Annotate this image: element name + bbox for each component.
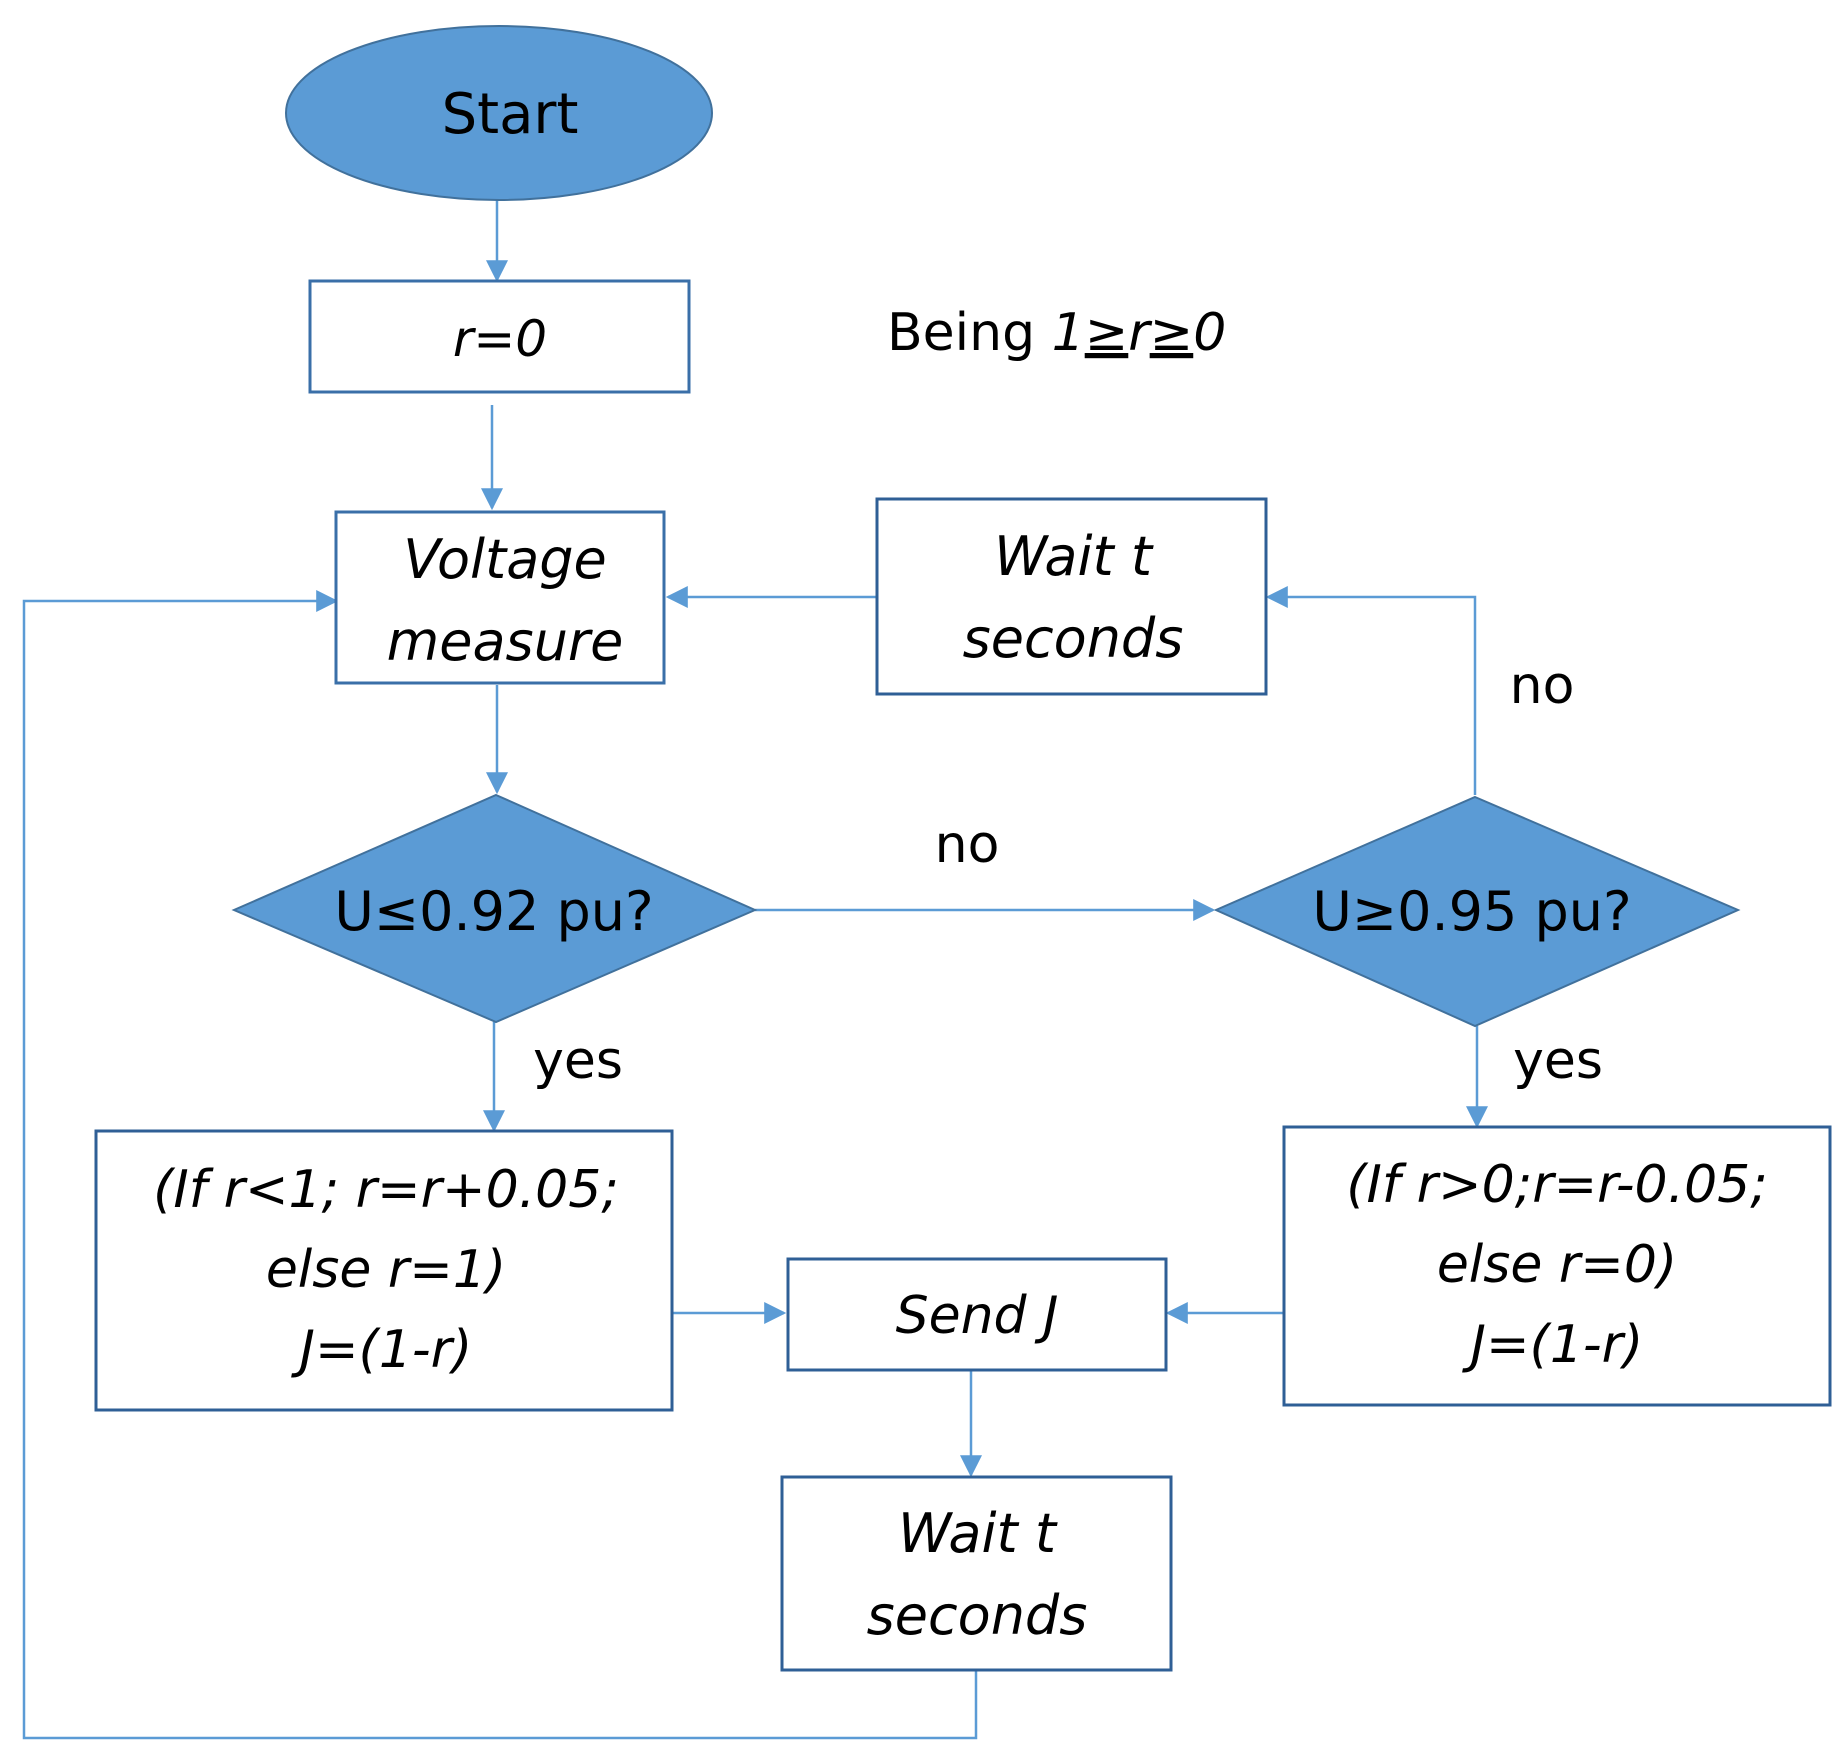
wait-bottom-box [780, 1475, 1173, 1672]
range-note-ge-2: ≥ [1150, 303, 1194, 363]
start-node [285, 25, 713, 201]
decision-low-label: U≤0.92 pu? [334, 880, 653, 943]
arrow-loop-back-to-measure [22, 590, 978, 1740]
decrease-line-3: J=(1-r) [1462, 1315, 1644, 1375]
decrease-line-1: (If r>0;r=r-0.05; [1346, 1155, 1768, 1215]
edge-label-no-mid: no [935, 815, 1000, 875]
increase-line-2: else r=1) [266, 1240, 506, 1300]
decision-high-label: U≥0.95 pu? [1312, 880, 1631, 943]
init-box [308, 279, 691, 394]
start-label: Start [442, 82, 579, 147]
range-note-lower: 0 [1193, 303, 1226, 363]
connectors [22, 200, 1488, 1740]
range-note-prefix: Being [887, 303, 1052, 363]
wait-top-box [875, 497, 1268, 696]
increase-line-3: J=(1-r) [291, 1320, 473, 1380]
range-note-ge-1: ≥ [1085, 303, 1129, 363]
wait-top-line-2: seconds [963, 607, 1184, 670]
decrease-line-2: else r=0) [1437, 1235, 1677, 1295]
send-label: Send J [896, 1286, 1059, 1346]
arrow-decision-high-no [1265, 586, 1477, 795]
edge-label-no-right: no [1510, 656, 1575, 716]
increase-box [94, 1129, 674, 1412]
increase-line-1: (If r<1; r=r+0.05; [153, 1160, 619, 1220]
edge-label-yes-right: yes [1513, 1031, 1603, 1091]
decrease-box [1282, 1125, 1832, 1407]
measure-line-2: measure [387, 610, 624, 673]
init-label: r=0 [453, 310, 547, 368]
edge-label-yes-left: yes [533, 1031, 623, 1091]
measure-line-1: Voltage [403, 528, 607, 591]
decision-high-diamond [1213, 795, 1741, 1028]
wait-bottom-line-2: seconds [867, 1584, 1088, 1647]
range-note-var: r [1128, 303, 1153, 363]
range-note-upper: 1 [1052, 303, 1085, 363]
range-note: Being 1≥r≥0 [887, 303, 1226, 363]
decision-low-diamond [231, 793, 758, 1024]
send-box [786, 1257, 1168, 1372]
wait-bottom-line-1: Wait t [898, 1502, 1058, 1565]
wait-top-line-1: Wait t [994, 525, 1154, 588]
measure-box [334, 510, 666, 685]
